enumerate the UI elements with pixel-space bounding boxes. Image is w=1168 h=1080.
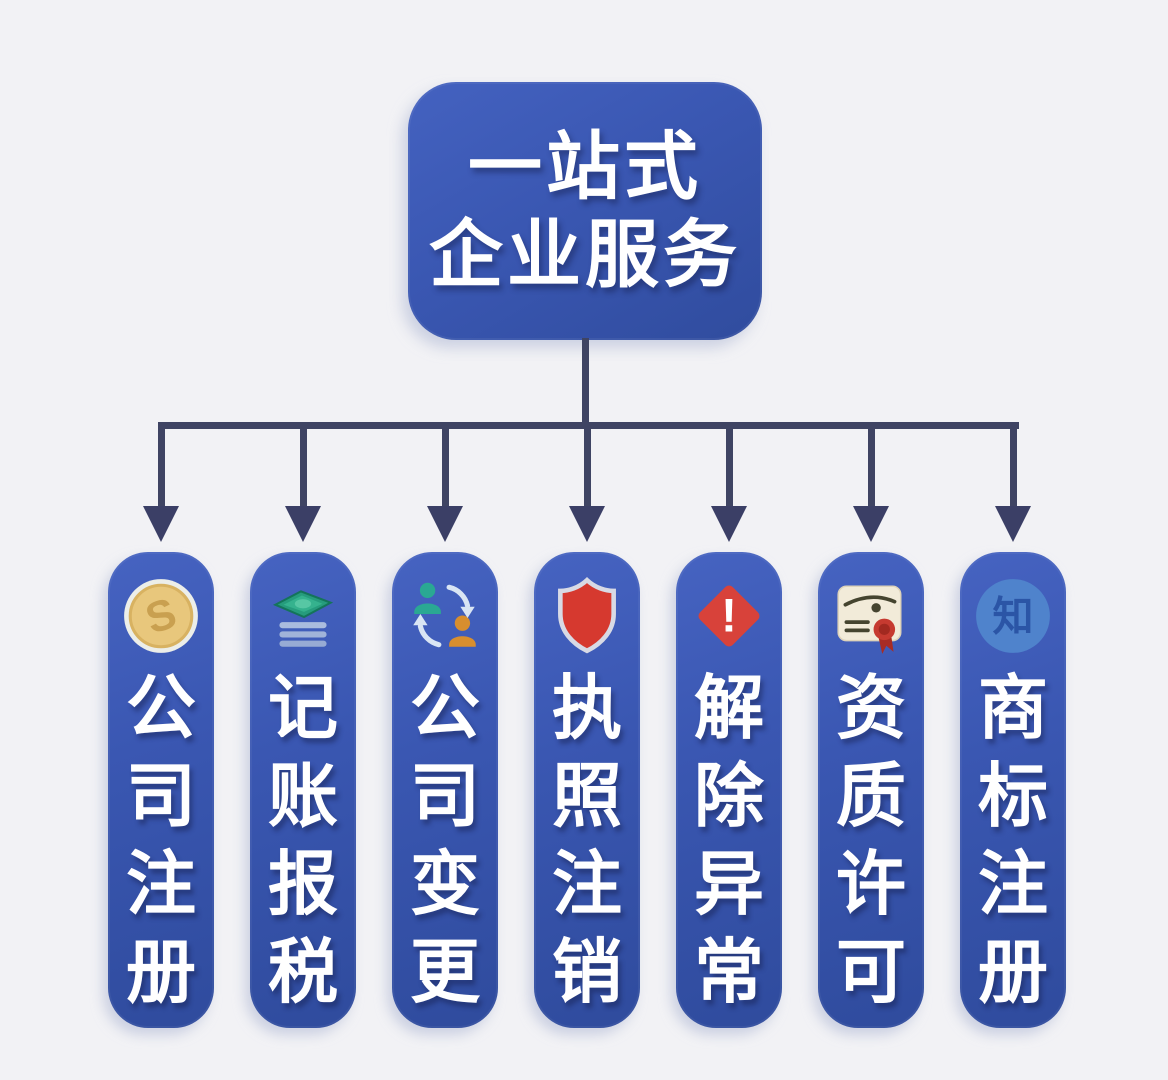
branch-char: 公 bbox=[410, 669, 480, 747]
branch-label: 公司注册 bbox=[126, 664, 196, 1016]
branch-node-1: S 公司注册 bbox=[108, 552, 214, 1028]
branch-char: 可 bbox=[836, 933, 906, 1011]
branch-char: 变 bbox=[410, 845, 480, 923]
connector-arrow-1 bbox=[143, 422, 179, 542]
branch-node-6: 资质许可 bbox=[818, 552, 924, 1028]
arrow-stem bbox=[300, 422, 307, 508]
arrow-head-icon bbox=[143, 506, 179, 542]
branch-char: 账 bbox=[268, 757, 338, 835]
branch-char: 公 bbox=[126, 669, 196, 747]
alert-exclamation-icon: ! bbox=[698, 585, 760, 647]
arrow-stem bbox=[1010, 422, 1017, 508]
branch-node-2: 记账报税 bbox=[250, 552, 356, 1028]
title-line-2: 企业服务 bbox=[429, 213, 741, 296]
branch-char: 司 bbox=[126, 757, 196, 835]
certificate-seal-icon bbox=[837, 585, 902, 654]
branch-node-5: ! 解除异常 bbox=[676, 552, 782, 1028]
branch-char: 解 bbox=[694, 669, 764, 747]
arrow-stem bbox=[584, 422, 591, 508]
arrow-head-icon bbox=[427, 506, 463, 542]
arrow-head-icon bbox=[285, 506, 321, 542]
people-exchange-icon bbox=[413, 582, 476, 648]
coin-dollar-icon: S bbox=[124, 579, 198, 653]
arrow-head-icon bbox=[569, 506, 605, 542]
branch-char: 许 bbox=[836, 845, 906, 923]
arrow-stem bbox=[158, 422, 165, 508]
branch-icon-wrap: 知 bbox=[972, 568, 1054, 664]
branch-char: 标 bbox=[978, 757, 1048, 835]
branch-icon-wrap bbox=[546, 568, 628, 664]
trademark-knowledge-icon: 知 bbox=[976, 579, 1050, 653]
connector-arrow-6 bbox=[853, 422, 889, 542]
root-node: 一站式 企业服务 bbox=[408, 82, 762, 340]
connector-arrow-3 bbox=[427, 422, 463, 542]
arrow-stem bbox=[726, 422, 733, 508]
arrow-head-icon bbox=[995, 506, 1031, 542]
branch-char: 执 bbox=[552, 669, 622, 747]
branch-node-7: 知 商标注册 bbox=[960, 552, 1066, 1028]
branch-char: 司 bbox=[410, 757, 480, 835]
branch-icon-wrap bbox=[262, 568, 344, 664]
branch-label: 解除异常 bbox=[694, 664, 764, 1016]
arrow-stem bbox=[442, 422, 449, 508]
branch-node-4: 执照注销 bbox=[534, 552, 640, 1028]
shield-icon bbox=[558, 576, 616, 654]
money-stack-icon bbox=[272, 590, 334, 647]
branch-char: 照 bbox=[552, 757, 622, 835]
arrow-stem bbox=[868, 422, 875, 508]
connector-arrow-4 bbox=[569, 422, 605, 542]
branch-char: 注 bbox=[126, 845, 196, 923]
svg-text:知: 知 bbox=[993, 593, 1034, 639]
branch-char: 注 bbox=[552, 845, 622, 923]
branch-char: 常 bbox=[694, 933, 764, 1011]
branch-label: 执照注销 bbox=[552, 664, 622, 1016]
branch-label: 资质许可 bbox=[836, 664, 906, 1016]
branch-icon-wrap: ! bbox=[688, 568, 770, 664]
branch-char: 册 bbox=[126, 933, 196, 1011]
connector-arrow-2 bbox=[285, 422, 321, 542]
connector-arrow-5 bbox=[711, 422, 747, 542]
branch-label: 公司变更 bbox=[410, 664, 480, 1016]
branch-char: 资 bbox=[836, 669, 906, 747]
arrow-head-icon bbox=[853, 506, 889, 542]
connector-arrow-7 bbox=[995, 422, 1031, 542]
branch-char: 异 bbox=[694, 845, 764, 923]
arrow-head-icon bbox=[711, 506, 747, 542]
branch-char: 商 bbox=[978, 669, 1048, 747]
svg-text:!: ! bbox=[721, 588, 737, 641]
branch-icon-wrap: S bbox=[120, 568, 202, 664]
connector-trunk bbox=[582, 338, 589, 426]
branch-char: 税 bbox=[268, 933, 338, 1011]
branch-icon-wrap bbox=[830, 568, 912, 664]
branch-label: 商标注册 bbox=[978, 664, 1048, 1016]
branch-char: 注 bbox=[978, 845, 1048, 923]
branch-icon-wrap bbox=[404, 568, 486, 664]
branch-char: 记 bbox=[268, 669, 338, 747]
branch-char: 报 bbox=[268, 845, 338, 923]
branch-char: 更 bbox=[410, 933, 480, 1011]
branch-label: 记账报税 bbox=[268, 664, 338, 1016]
branch-node-3: 公司变更 bbox=[392, 552, 498, 1028]
title-line-1: 一站式 bbox=[468, 125, 702, 209]
branch-char: 除 bbox=[694, 757, 764, 835]
branch-char: 册 bbox=[978, 933, 1048, 1011]
branch-char: 销 bbox=[552, 933, 622, 1011]
branch-char: 质 bbox=[836, 757, 906, 835]
